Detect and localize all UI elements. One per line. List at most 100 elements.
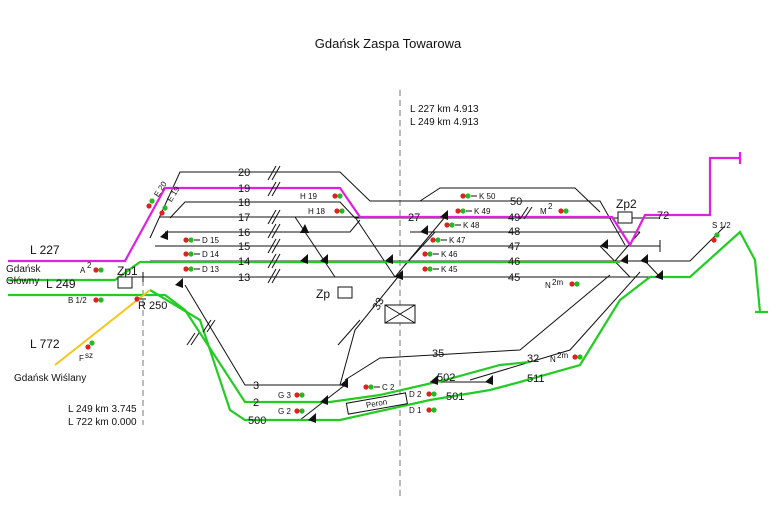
signal-m2 xyxy=(558,208,569,214)
track-label-14: 14 xyxy=(238,256,250,268)
crossing-symbol xyxy=(384,304,416,324)
signal-d14 xyxy=(183,251,200,257)
signal-label-k46: K 46 xyxy=(441,250,458,259)
track-label-32: 32 xyxy=(527,353,539,365)
signal-label-n-b: N xyxy=(550,355,556,364)
signal-b12 xyxy=(93,297,104,303)
signal-n2m-b xyxy=(572,354,583,360)
track-label-20: 20 xyxy=(238,167,250,179)
signal-fsz xyxy=(85,340,95,350)
line-l227-track xyxy=(8,156,740,263)
diagram-title: Gdańsk Zaspa Towarowa xyxy=(315,36,462,51)
signal-label-d1: D 1 xyxy=(409,406,422,415)
signal-label-k50: K 50 xyxy=(479,192,496,201)
km-top-1: L 227 km 4.913 xyxy=(410,104,479,115)
place-label-wislany: Gdańsk Wiślany xyxy=(14,373,86,384)
track-label-49: 49 xyxy=(508,212,520,224)
signal-c2 xyxy=(363,384,380,390)
signal-label-c2: C 2 xyxy=(382,383,395,392)
signal-label-d2: D 2 xyxy=(409,390,422,399)
track-label-511: 511 xyxy=(527,373,545,385)
line-l772-track xyxy=(54,289,151,366)
track-label-3: 3 xyxy=(253,380,259,392)
track-label-500: 500 xyxy=(248,415,266,427)
track-label-2: 2 xyxy=(253,397,259,409)
signal-label-m-sup: 2 xyxy=(548,202,553,211)
signal-label-g3: G 3 xyxy=(278,391,291,400)
switch-markers xyxy=(160,210,663,423)
km-bottom-2: L 722 km 0.000 xyxy=(68,417,137,428)
signal-box-zp xyxy=(337,286,353,299)
signal-label-d14: D 14 xyxy=(202,250,219,259)
signal-label-r250: R 250 xyxy=(138,300,167,312)
signal-label-2m-b: 2m xyxy=(557,351,568,360)
track-label-15: 15 xyxy=(238,241,250,253)
line-label-l249: L 249 xyxy=(46,277,76,291)
line-label-l772: L 772 xyxy=(30,337,60,351)
track-label-19: 19 xyxy=(238,183,250,195)
track-label-35: 35 xyxy=(432,348,444,360)
signal-k50 xyxy=(460,193,477,199)
signal-label-n-a: N xyxy=(545,281,551,290)
line-l249-track xyxy=(8,230,768,422)
signal-h19 xyxy=(332,193,343,199)
signal-box-label-zp2: Zp2 xyxy=(616,197,637,211)
track-label-48: 48 xyxy=(508,226,520,238)
track-label-501: 501 xyxy=(446,391,464,403)
signal-d2 xyxy=(426,391,437,397)
place-label-glowny-2: Główny xyxy=(6,276,39,287)
signal-n2m-a xyxy=(569,281,580,287)
track-label-45: 45 xyxy=(508,272,520,284)
signal-label-f-sub: sz xyxy=(85,351,93,360)
signal-r250 xyxy=(134,296,146,302)
signal-k46 xyxy=(422,251,439,257)
signal-label-a: A xyxy=(80,266,86,275)
track-label-72: 72 xyxy=(657,210,669,222)
signal-box-label-zp1: Zp1 xyxy=(117,264,138,278)
track-label-46: 46 xyxy=(508,256,520,268)
line-label-l227: L 227 xyxy=(30,243,60,257)
track-label-27: 27 xyxy=(408,212,420,224)
signal-box-zp1 xyxy=(117,276,133,289)
track-label-16: 16 xyxy=(238,227,250,239)
signals xyxy=(85,193,720,414)
signal-label-k49: K 49 xyxy=(474,207,491,216)
signal-h18 xyxy=(334,208,345,214)
signal-e20 xyxy=(146,198,155,209)
track-label-33: 33 xyxy=(371,296,387,312)
signal-g2 xyxy=(294,408,305,414)
track-label-47: 47 xyxy=(508,241,520,253)
isolation-joints xyxy=(186,165,533,346)
signal-d15 xyxy=(183,237,200,243)
signal-d1 xyxy=(426,407,437,413)
platform-label: Peron xyxy=(365,397,388,410)
signal-label-h18: H 18 xyxy=(308,207,325,216)
km-bottom-1: L 249 km 3.745 xyxy=(68,404,137,415)
track-label-502: 502 xyxy=(437,372,455,384)
signal-label-b12: B 1/2 xyxy=(68,296,87,305)
signal-label-g2: G 2 xyxy=(278,407,291,416)
signal-a2 xyxy=(93,267,104,273)
signal-label-f: F xyxy=(79,354,84,363)
signal-g3 xyxy=(294,392,305,398)
km-top-2: L 249 km 4.913 xyxy=(410,117,479,128)
signal-label-s12: S 1/2 xyxy=(712,221,731,230)
track-label-17: 17 xyxy=(238,212,250,224)
signal-box-zp2 xyxy=(617,211,633,224)
signal-s12 xyxy=(711,232,720,243)
track-labels: 20 19 18 17 16 15 14 13 27 50 49 48 47 4… xyxy=(238,167,669,427)
signal-k48 xyxy=(444,222,461,228)
signal-label-d15: D 15 xyxy=(202,236,219,245)
signal-k47 xyxy=(430,237,447,243)
signal-e19 xyxy=(159,205,168,216)
signal-k49 xyxy=(455,208,472,214)
signal-label-k48: K 48 xyxy=(463,221,480,230)
signal-k45 xyxy=(422,266,439,272)
signal-label-m: M xyxy=(540,207,547,216)
track-label-18: 18 xyxy=(238,197,250,209)
track-label-50: 50 xyxy=(510,196,522,208)
signal-label-k45: K 45 xyxy=(441,265,458,274)
signal-label-2m-a: 2m xyxy=(552,278,563,287)
signal-label-k47: K 47 xyxy=(449,236,466,245)
